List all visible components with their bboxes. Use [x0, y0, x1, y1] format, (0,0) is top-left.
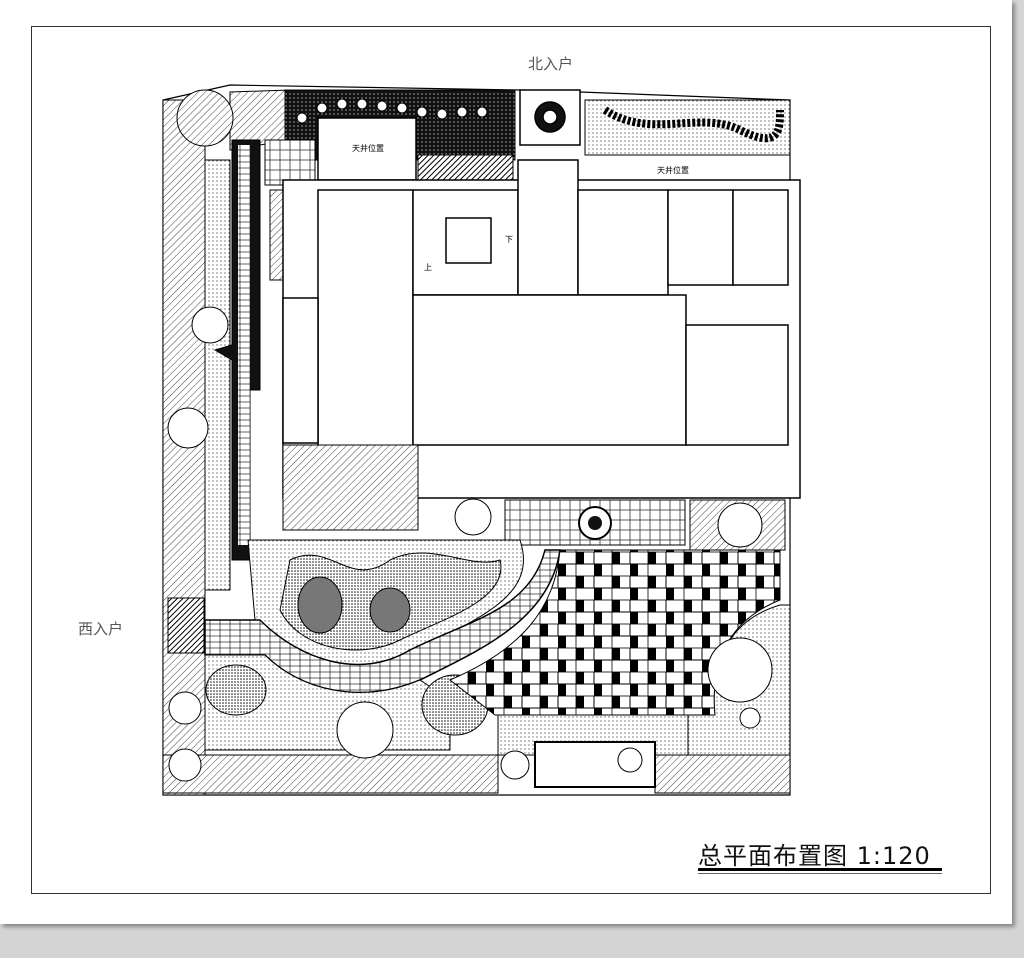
stair-down-label: 下 — [505, 235, 513, 244]
trees — [167, 89, 773, 782]
west-entrance-label: 西入户 — [78, 620, 124, 638]
scale-text: 1:120 — [856, 842, 931, 870]
title-text: 总平面布置图 — [698, 842, 848, 870]
south-hatch-bed — [282, 444, 419, 531]
title-underline — [698, 868, 942, 871]
courtyard-label-1: 天井位置 — [352, 144, 384, 153]
site-boundary — [162, 84, 791, 796]
drawing-sheet: 北入户 西入户 天井位置 天井位置 上 下 总平面布置图 1:120 — [0, 0, 1012, 924]
drawing-frame — [31, 26, 991, 894]
north-entrance-label: 北入户 — [528, 55, 574, 73]
stair-up-label: 上 — [424, 263, 432, 272]
site-plan — [162, 84, 801, 796]
courtyard-label-2: 天井位置 — [657, 166, 689, 175]
south-terrace — [504, 499, 786, 551]
drawing-title: 总平面布置图 1:120 — [698, 836, 931, 871]
building — [282, 89, 801, 499]
title-underline-thin — [698, 873, 942, 874]
north-garden — [229, 89, 791, 186]
